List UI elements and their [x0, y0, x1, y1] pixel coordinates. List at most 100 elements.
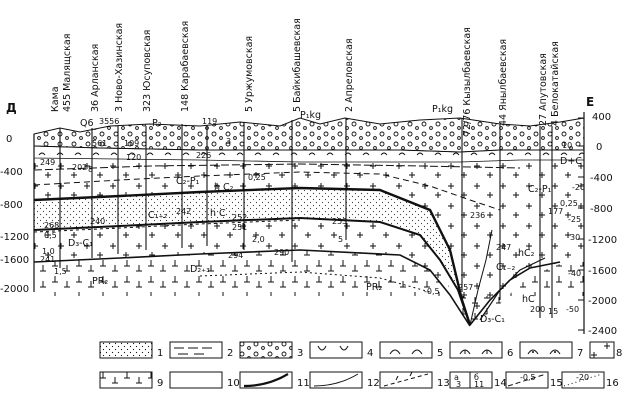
thickness-value: 247 — [496, 243, 511, 252]
legend-num-11: 11 — [297, 378, 310, 389]
well-label-belokatayskaya: 4 Белокатайская — [550, 41, 561, 126]
formation-p2: P₂ — [152, 118, 162, 129]
thickness-value: 240 — [90, 217, 105, 226]
thickness-value: 249 — [40, 158, 55, 167]
well-label-karabaevskaya: 148 Карабаевская — [180, 21, 191, 112]
legend-num-2: 2 — [227, 348, 233, 359]
legend: 1 2 3 4 5 6 7 8 9 10 11 12 13 — [99, 341, 622, 389]
thickness-value: 120 — [126, 153, 141, 162]
formation-p1kg-a: P₁kg — [300, 110, 321, 121]
well-label-arlanskaya: 36 Арланская — [90, 44, 101, 112]
legend-sample-num-a: 3 — [456, 380, 461, 389]
thickness-value: 268 — [44, 221, 59, 230]
legend-swatch-4 — [309, 341, 363, 359]
thickness-value: 236 — [470, 211, 485, 220]
formation-c12: C₁₊₂ — [148, 210, 167, 221]
thickness-value: 109 — [124, 139, 139, 148]
legend-num-12: 12 — [367, 378, 380, 389]
right-tick-minus1200: -1200 — [588, 235, 617, 246]
thickness-value: 241 — [40, 255, 55, 264]
well-label-baykibashevskaya: 5 Байкибашевская — [292, 18, 303, 112]
formation-hc2-a: h C₂ — [214, 182, 234, 193]
thickness-value: 2,0 — [252, 235, 265, 244]
legend-swatch-7 — [519, 341, 573, 359]
well-label-urzhumovskaya: 5 Уржумовская — [244, 36, 255, 112]
legend-num-7: 7 — [577, 348, 583, 359]
thickness-value: -25 — [568, 215, 581, 224]
formation-d3c1-b: D₃-C₁ — [480, 314, 505, 325]
legend-swatch-10 — [169, 371, 223, 389]
formation-c2p1-a: C₂-P₁ — [176, 176, 200, 187]
thickness-value: 200 — [530, 305, 545, 314]
thickness-value: 561 — [92, 139, 107, 148]
right-tick-minus2400: -2400 — [588, 326, 617, 337]
thickness-value: 226 — [196, 151, 211, 160]
thickness-value: 242 — [176, 207, 191, 216]
well-number-3556: 3556 — [99, 117, 119, 126]
thickness-value: 1,0 — [42, 247, 55, 256]
left-depth-axis: 0 -400 -800 -1200 -1600 -2000 — [0, 134, 35, 295]
formation-c2p1-b: C₂-P₁ — [528, 184, 552, 195]
legend-num-15: 15 — [550, 378, 563, 389]
thickness-value: 0,5 — [44, 231, 57, 240]
legend-swatch-14 — [449, 371, 493, 389]
legend-num-16: 16 — [606, 378, 619, 389]
well-label-kama: Кама — [50, 86, 61, 112]
well-label-malyashskaya: 455 Малящская — [62, 34, 73, 112]
thickness-value: 0,25 — [560, 199, 578, 208]
formation-dc: D+C — [560, 156, 582, 167]
legend-swatch-2 — [169, 341, 223, 359]
basement-layer — [34, 250, 584, 326]
legend-sample-num-b: 11 — [474, 380, 484, 389]
legend-swatch-1 — [99, 341, 153, 359]
thickness-value: 3 — [226, 137, 231, 146]
thickness-value: 202 — [72, 163, 87, 172]
well-label-novo-khazinskaya: 3 Ново-Хазинская — [114, 23, 125, 112]
legend-num-9: 9 — [157, 378, 163, 389]
legend-sample-b: б — [474, 373, 479, 382]
legend-swatch-8 — [589, 341, 615, 359]
right-tick-minus2000: -2000 — [588, 296, 617, 307]
terrigenous-dotted-layer — [34, 188, 458, 290]
left-tick-0: 0 — [6, 134, 12, 145]
carbonate-plus-layer — [34, 158, 584, 325]
thickness-numbers: 249 202 561 109 120 226 0,25 268 240 242… — [40, 137, 585, 316]
formation-pr2-a: PR₂ — [92, 276, 108, 287]
east-direction-label: E — [586, 95, 594, 109]
formation-d23: D₂₊₃ — [190, 264, 210, 275]
thickness-value: -40 — [568, 269, 581, 278]
right-tick-minus1600: -1600 — [588, 266, 617, 277]
well-name-labels: 455 Малящская Кама 36 Арланская 3 Ново-Х… — [50, 18, 561, 136]
thickness-value: 5 — [338, 235, 343, 244]
formation-c12-east: C₁₋₂ — [496, 262, 515, 273]
left-tick-minus400: -400 — [0, 167, 23, 178]
well-label-aputovskaya: 27 Апутовская — [538, 53, 549, 126]
well-label-kyzylbaevskaya: 72/76 Кызылбаевская — [462, 27, 473, 136]
well-lines — [59, 118, 553, 318]
formation-hc2-b: hC₂ — [518, 248, 535, 259]
legend-num-6: 6 — [507, 348, 513, 359]
left-tick-minus800: -800 — [0, 200, 23, 211]
formation-labels: Q6 P₂ P₁kg P₁kg C₂-P₁ C₂-P₁ h C₂ hC₂ C₁₊… — [68, 104, 582, 325]
legend-num-1: 1 — [157, 348, 163, 359]
thickness-value: 10 — [562, 141, 572, 150]
legend-iso-a: -0,5 — [520, 373, 536, 382]
legend-sample-a: а — [454, 373, 459, 382]
left-tick-minus1600: -1600 — [0, 255, 29, 266]
formation-pr2-b: PR₂ — [366, 282, 382, 293]
legend-swatch-16 — [561, 371, 605, 389]
legend-iso-b: -20 — [576, 373, 589, 382]
west-direction-label: Д — [6, 101, 17, 115]
thickness-value: 0,25 — [248, 173, 266, 182]
well-label-aprelovskaya: 2 Апреловская — [344, 38, 355, 112]
legend-num-5: 5 — [437, 348, 443, 359]
legend-num-4: 4 — [367, 348, 373, 359]
thickness-value: 15 — [548, 307, 558, 316]
legend-num-3: 3 — [297, 348, 303, 359]
legend-num-8: 8 — [616, 348, 622, 359]
thickness-value: 177 — [548, 207, 563, 216]
right-tick-400: 400 — [592, 112, 611, 123]
legend-swatch-12 — [309, 371, 363, 389]
well-label-yanylbaevskaya: 44 Янылбаевская — [498, 39, 509, 126]
